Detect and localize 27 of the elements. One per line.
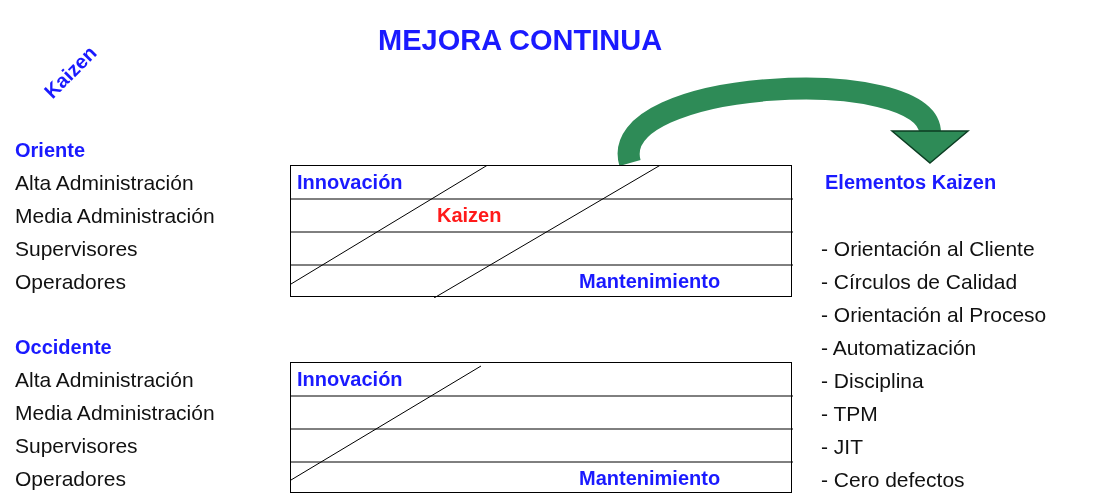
- row-label: Supervisores: [15, 237, 138, 261]
- section-heading: Occidente: [15, 335, 112, 359]
- node-label: Innovación: [297, 170, 403, 194]
- section-heading: Oriente: [15, 138, 86, 162]
- row-label: - Círculos de Calidad: [821, 270, 1018, 294]
- row-label: Supervisores: [15, 434, 138, 458]
- row-label: Media Administración: [15, 204, 215, 228]
- node-label: Innovación: [297, 367, 403, 391]
- node-label: Mantenimiento: [579, 466, 721, 490]
- node-label: Elementos Kaizen: [825, 170, 997, 194]
- row-label: Operadores: [15, 467, 126, 491]
- row-label: - Orientación al Cliente: [821, 237, 1035, 261]
- row-label: - TPM: [821, 402, 878, 426]
- table-box: [290, 362, 792, 493]
- row-label: Alta Administración: [15, 368, 194, 392]
- row-label: Operadores: [15, 270, 126, 294]
- row-label: Media Administración: [15, 401, 215, 425]
- node-label: Kaizen: [437, 203, 502, 227]
- row-label: - Automatización: [821, 336, 977, 360]
- row-label: - Disciplina: [821, 369, 924, 393]
- row-label: - Orientación al Proceso: [821, 303, 1047, 327]
- title: MEJORA CONTINUA: [378, 26, 663, 55]
- node-label: Mantenimiento: [579, 269, 721, 293]
- row-label: - JIT: [821, 435, 863, 459]
- table-box: [290, 165, 792, 297]
- row-label: - Cero defectos: [821, 468, 965, 492]
- row-label: Alta Administración: [15, 171, 194, 195]
